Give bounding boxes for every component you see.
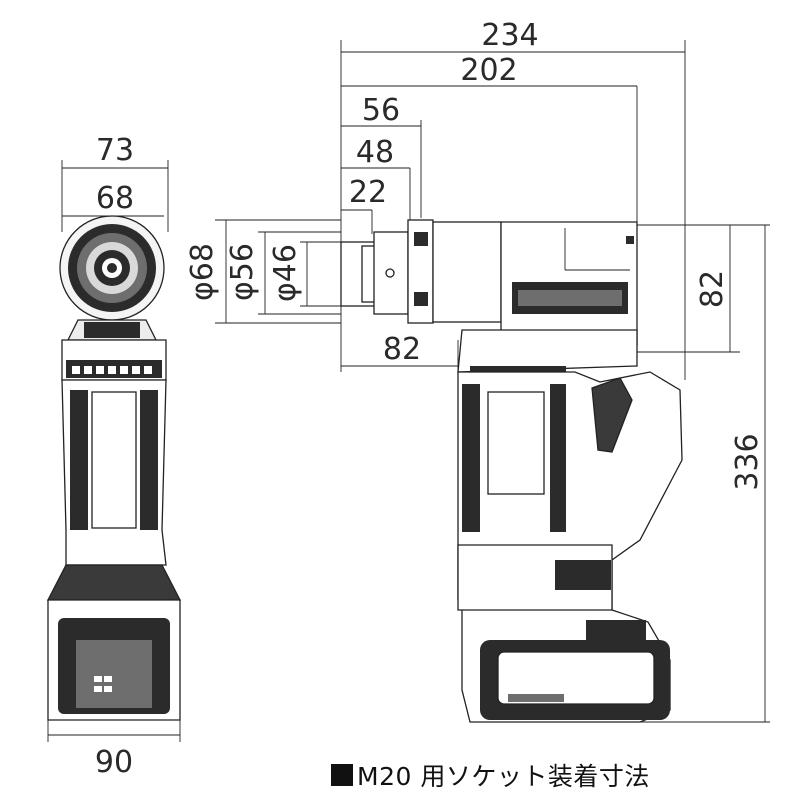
dim-head-dia-56: φ56: [225, 243, 260, 301]
dim-head-dia-46: φ46: [268, 244, 303, 302]
dim-front-width-top: 73: [96, 133, 134, 168]
dim-front-width-battery: 90: [95, 745, 133, 780]
dim-front-width-socket: 68: [96, 181, 134, 216]
dim-head-to-handle: 82: [383, 332, 421, 367]
dim-socket-56: 56: [362, 93, 400, 128]
dim-socket-48: 48: [356, 135, 394, 170]
square-bullet-icon: [331, 764, 353, 786]
side-view: [215, 40, 770, 723]
dim-head-dia-68: φ68: [185, 243, 220, 301]
front-view: [46, 160, 182, 742]
dim-overall-length: 234: [481, 18, 538, 53]
dim-overall-height: 336: [730, 433, 765, 490]
dim-socket-22: 22: [349, 175, 387, 210]
caption: M20 用ソケット装着寸法: [331, 757, 650, 793]
caption-text: M20 用ソケット装着寸法: [357, 762, 650, 791]
dim-head-height: 82: [695, 270, 730, 308]
dim-length-to-body: 202: [460, 53, 517, 88]
